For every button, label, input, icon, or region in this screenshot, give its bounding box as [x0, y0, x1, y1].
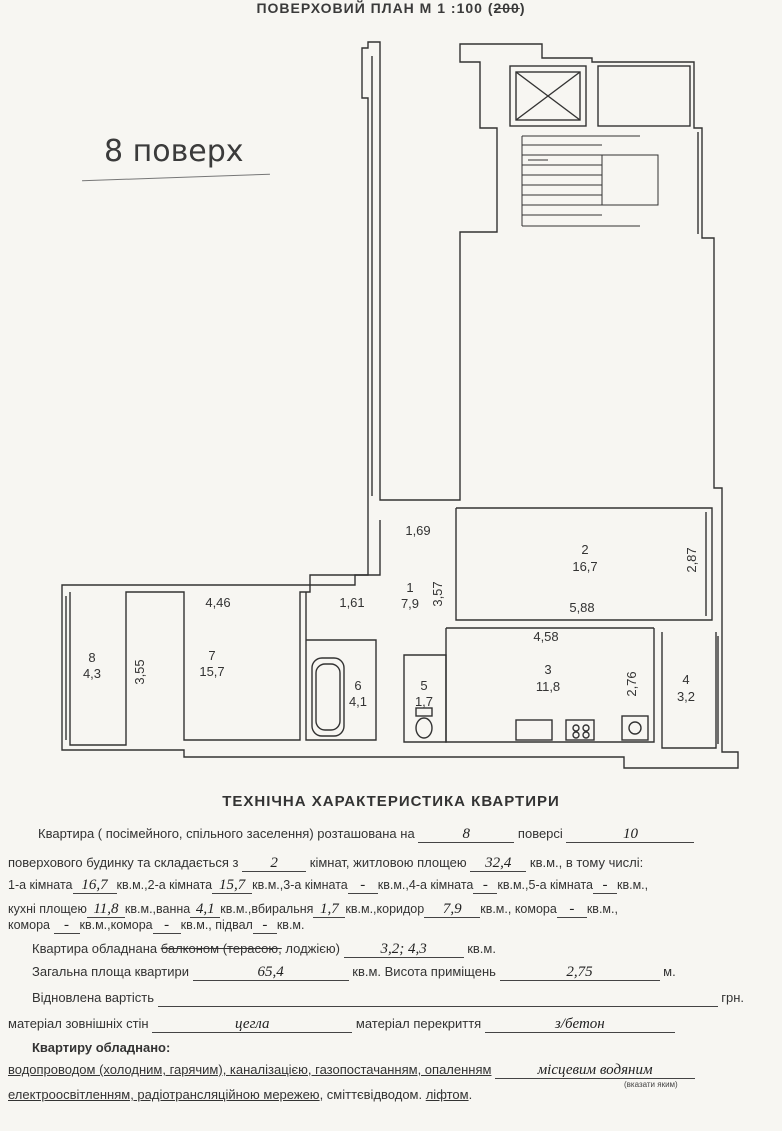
- dim-4-58: 4,58: [533, 629, 558, 644]
- rooms-count-value: 2: [242, 856, 307, 872]
- room-5-number: 5: [420, 678, 427, 693]
- room-4-number: 4: [682, 672, 689, 687]
- room-5-area: 1,7: [415, 694, 433, 709]
- room-3-value: -: [347, 878, 378, 894]
- storage-2-value: -: [53, 918, 80, 934]
- room-2-value: 15,7: [212, 878, 253, 894]
- tech-line-2: поверхового будинку та складається з 2 к…: [8, 855, 644, 872]
- dim-2-87: 2,87: [684, 547, 699, 572]
- loggia-4-walls: [661, 632, 717, 749]
- tech-line-6: Квартира обладнана балконом (терасою, ло…: [32, 941, 496, 958]
- room-1-value: 16,7: [72, 878, 117, 894]
- staircase: [521, 135, 659, 227]
- room-4-value: -: [473, 878, 498, 894]
- room-6-area: 4,1: [349, 694, 367, 709]
- dim-1-61: 1,61: [339, 595, 364, 610]
- tech-line-7: Загальна площа квартири 65,4 кв.м. Висот…: [32, 964, 676, 981]
- tech-line-12: електроосвітленням, радіотрансляційною м…: [8, 1087, 473, 1102]
- outer-wall: [61, 41, 739, 769]
- tech-characteristics-title: ТЕХНІЧНА ХАРАКТЕРИСТИКА КВАРТИРИ: [222, 793, 560, 810]
- room-3-number: 3: [544, 662, 551, 677]
- bath-value: 4,1: [190, 902, 221, 918]
- living-area-value: 32,4: [470, 856, 527, 872]
- bathroom-walls: [305, 592, 377, 741]
- room-2-area: 16,7: [572, 559, 597, 574]
- room-2-walls: [455, 507, 713, 621]
- tech-line-11: водопроводом (холодним, гарячим), каналі…: [8, 1062, 774, 1079]
- plan-title: ПОВЕРХОВИЙ ПЛАН М 1 :100 (200): [256, 0, 526, 16]
- wc-value: 1,7: [313, 902, 346, 918]
- room-7-number: 7: [208, 648, 215, 663]
- kitchen-value: 11,8: [86, 902, 125, 918]
- floors-total-value: 10: [566, 827, 695, 843]
- storage-1-value: -: [556, 902, 587, 918]
- dim-4-46: 4,46: [205, 595, 230, 610]
- heating-note: (вказати яким): [624, 1080, 678, 1089]
- room-2-number: 2: [581, 542, 588, 557]
- kitchen-walls: [445, 628, 655, 743]
- dim-3-55: 3,55: [132, 659, 147, 684]
- tech-line-1: Квартира ( посімейного, спільного заселе…: [8, 826, 782, 843]
- elevator-shaft: [509, 65, 587, 127]
- wall-material-value: цегла: [152, 1017, 353, 1033]
- dim-1-69: 1,69: [405, 523, 430, 538]
- storage-3-value: -: [152, 918, 181, 934]
- tech-line-10: Квартиру обладнано:: [32, 1040, 171, 1055]
- room-8-number: 8: [88, 650, 95, 665]
- loggia-value: 3,2; 4,3: [343, 942, 464, 958]
- dim-3-57: 3,57: [430, 581, 445, 606]
- room-7-area: 15,7: [199, 664, 224, 679]
- tech-line-5: комора -кв.м.,комора-кв.м., підвал-кв.м.: [8, 917, 305, 934]
- tech-line-9: матеріал зовнішніх стін цегла матеріал п…: [8, 1016, 774, 1033]
- floor-material-value: з/бетон: [484, 1017, 675, 1033]
- room-5-value: -: [593, 878, 617, 894]
- room-3-area: 11,8: [536, 679, 560, 694]
- room-1-number: 1: [406, 580, 413, 595]
- heating-value: місцевим водяним: [495, 1063, 696, 1079]
- dim-2-76: 2,76: [624, 671, 639, 696]
- floor-value: 8: [418, 827, 515, 843]
- corridor-value: 7,9: [424, 902, 481, 918]
- room-4-area: 3,2: [677, 689, 695, 704]
- basement-value: -: [252, 918, 277, 934]
- room-shaft: [597, 65, 691, 127]
- room-6-number: 6: [354, 678, 361, 693]
- room-8-area: 4,3: [83, 666, 101, 681]
- floor-label: 8 поверх: [104, 134, 244, 169]
- dim-5-88: 5,88: [569, 600, 594, 615]
- room-1-area: 7,9: [401, 596, 419, 611]
- total-area-value: 65,4: [192, 965, 349, 981]
- height-value: 2,75: [499, 965, 660, 981]
- restored-value: [157, 991, 718, 1007]
- floor-plan-drawing: 1 7,9 2 16,7 3 11,8 4 3,2 5 1,7 6 4,1 7 …: [61, 41, 739, 769]
- tech-line-8: Відновлена вартість грн.: [32, 990, 745, 1007]
